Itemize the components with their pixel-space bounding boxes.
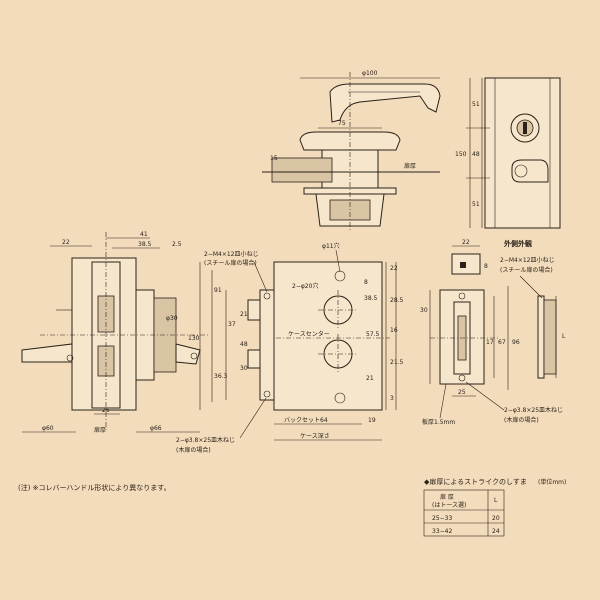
label-phi11-hole: φ11穴 [322,242,340,250]
dim-top-75: 75 [338,120,346,127]
front-view-escutcheon: 150 51 48 51 [455,77,561,229]
dim-side-phi66: φ66 [150,425,162,432]
dim-strike-8: 8 [484,263,488,270]
table-row-1-thickness: 25−33 [432,515,452,522]
dim-front-51-bottom: 51 [472,201,480,208]
label-2-phi20-hole: 2−φ20穴 [292,282,318,290]
case-depth-label: ケース深さ [300,432,330,440]
dim-case-21b: 21 [366,375,374,382]
dim-case-36-3: 36.3 [214,373,228,380]
strike-view-title: 外側外観 [504,239,532,248]
dim-strike-96: 96 [512,339,520,346]
table-title: ◆扉厚によるストライクのしすま [424,477,527,486]
dim-case-8: 8 [364,279,368,286]
strike-view: 外側外観 22 8 30 17 67 96 25 L 2−M4×12皿小ねじ (… [420,239,566,426]
dim-side-phi30: φ30 [166,315,178,322]
dim-case-130: 130 [188,335,200,342]
dim-side-22: 22 [62,239,70,246]
case-view: ケースセンター 130 91 36.3 37 48 21 30 38.5 8 5… [176,242,404,454]
top-view-door-thickness: 扉厚 [404,162,416,170]
dim-strike-67: 67 [498,339,506,346]
dim-strike-17: 17 [486,339,494,346]
dim-side-38-5: 38.5 [138,241,152,248]
dim-case-19: 19 [368,417,376,424]
side-view-door-thickness: 扉厚 [94,426,106,434]
dim-case-57-5: 57.5 [366,331,380,338]
dim-front-51-top: 51 [472,101,480,108]
strike-screw-bottom-callout: 2−φ3.8×25皿木ねじ [504,406,563,414]
dim-case-91: 91 [214,287,222,294]
case-screw-bottom-callout: 2−φ3.8×25皿木ねじ [176,436,235,444]
dim-case-22: 22 [390,265,398,272]
strike-plate-thickness: 板厚1.5mm [422,418,455,426]
dim-case-16: 16 [390,327,398,334]
dim-case-28-5: 28.5 [390,297,404,304]
dim-case-21-5: 21.5 [390,359,404,366]
case-center-label: ケースセンター [288,330,330,338]
dim-strike-22: 22 [462,239,470,246]
dim-side-phi60: φ60 [42,425,54,432]
dim-top-phi100: φ100 [362,70,378,77]
dim-case-37: 37 [228,321,236,328]
dim-side-25: 25 [102,407,110,414]
dim-front-48: 48 [472,151,480,158]
table-header-L: L [494,497,498,504]
dim-side-41: 41 [140,231,148,238]
strike-screw-top-note: (スチール扉の場合) [500,266,553,274]
case-screw-bottom-note: (木扉の場合) [176,446,211,454]
dim-side-2-5: 2.5 [172,241,182,248]
case-screw-top-note: (スチール扉の場合) [204,259,257,267]
dim-case-48: 48 [240,341,248,348]
dim-strike-L: L [562,333,566,340]
dim-case-38-5: 38.5 [364,295,378,302]
dim-case-3: 3 [390,395,394,402]
table-row-2-thickness: 33−42 [432,528,452,535]
dim-case-30: 30 [240,365,248,372]
table-subheader: (はトース選) [432,501,466,509]
table-row-2-L: 24 [492,528,500,535]
dim-front-150: 150 [455,151,467,158]
top-view-lever-handle: φ100 75 15 扉厚 [262,70,441,230]
backset-label: バックセット64 [284,417,328,424]
strike-screw-top-callout: 2−M4×12皿小ねじ [500,256,555,264]
table-header-thickness: 扉 厚 [440,493,454,501]
footnote: (注) ※コレバーハンドル形状により異なります。 [18,483,171,492]
strike-screw-bottom-note: (木扉の場合) [504,416,539,424]
door-thickness-table: ◆扉厚によるストライクのしすま (単位mm) 扉 厚 (はトース選) L 25−… [423,477,566,537]
dim-case-21: 21 [240,311,248,318]
dim-strike-30: 30 [420,307,428,314]
side-view: 22 41 38.5 2.5 φ30 25 扉厚 φ60 φ66 [21,231,210,434]
dim-top-15: 15 [270,155,278,162]
table-row-1-L: 20 [492,515,500,522]
table-unit: (単位mm) [538,478,566,486]
case-screw-top-callout: 2−M4×12皿小ねじ [204,250,259,258]
dim-strike-25: 25 [458,389,466,396]
